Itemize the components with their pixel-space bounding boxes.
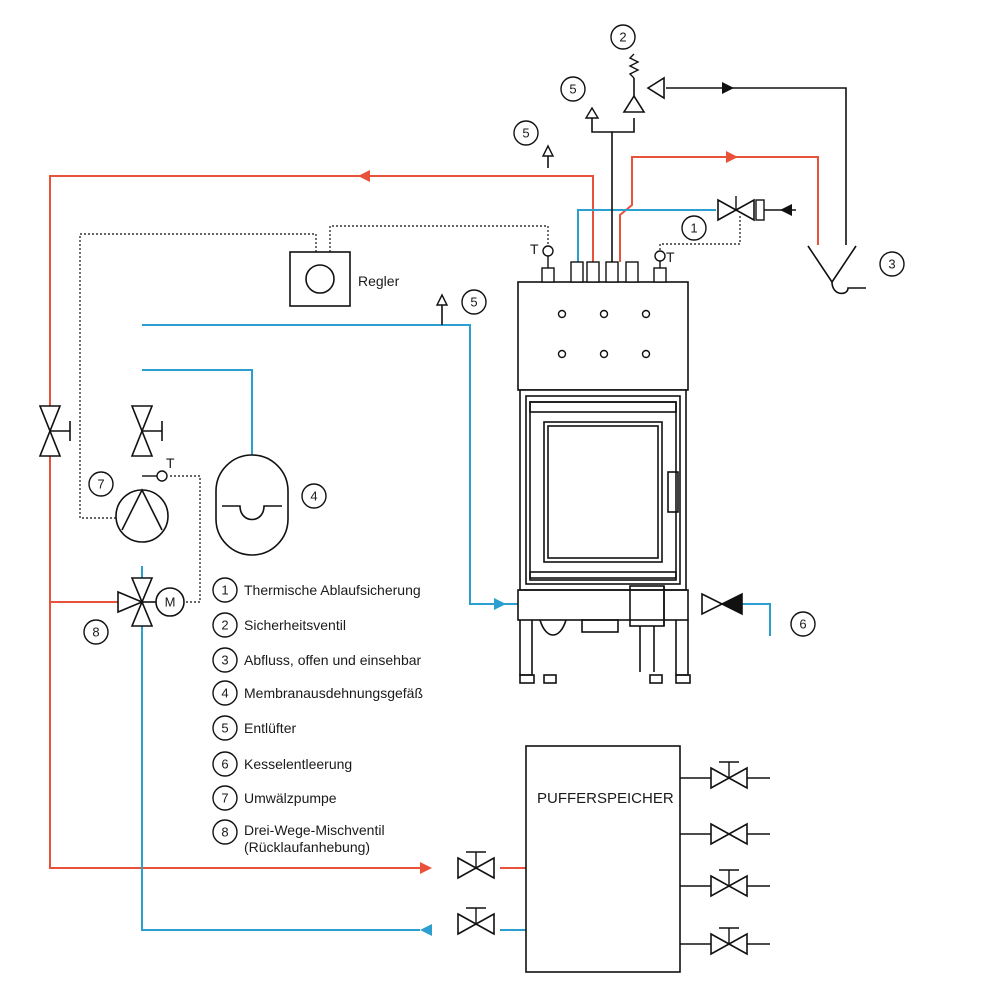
expansion-vessel-icon: [215, 454, 289, 556]
buffer-tank: [525, 745, 681, 973]
stove-connectors: [541, 261, 667, 283]
shutoff-valve-icon: [130, 405, 163, 457]
controller-box: [289, 251, 351, 307]
thermal-safety-valve-icon: [717, 196, 765, 221]
arrow-icon: [722, 82, 734, 94]
stove-dots: [557, 309, 651, 359]
callout-3: 3: [888, 257, 895, 272]
legend-text: Umwälzpumpe: [244, 790, 337, 806]
air-vent-icon: [541, 144, 555, 157]
legend-num: 2: [221, 618, 228, 633]
tank-line-valve-icon: [457, 851, 495, 935]
temp-label: T: [530, 241, 539, 257]
legend-num: 8: [221, 825, 228, 840]
motor-label: M: [165, 595, 176, 610]
circulation-pump-icon: [115, 488, 169, 543]
air-vent-icon: [584, 106, 600, 119]
legend-text: Entlüfter: [244, 720, 296, 736]
legend-text: (Rücklaufanhebung): [244, 839, 370, 855]
stove-insert: [517, 281, 691, 684]
callout-1: 1: [690, 221, 697, 236]
legend: [212, 577, 238, 845]
buffer-tank-label: PUFFERSPEICHER: [537, 790, 674, 807]
callout-7: 7: [97, 477, 104, 492]
callout-5: 5: [470, 295, 477, 310]
arrow-icon: [780, 204, 792, 216]
buffer-tank-valves: [680, 777, 770, 945]
callout-5: 5: [569, 82, 576, 97]
legend-text: Drei-Wege-Mischventil: [244, 822, 385, 838]
flow-arrow-icon: [358, 170, 370, 182]
mixing-valve-icon: [117, 577, 185, 627]
legend-num: 4: [221, 686, 228, 701]
callout-2: 2: [619, 30, 626, 45]
return-arrow-icon: [494, 598, 506, 610]
legend-text: Membranausdehnungsgefäß: [244, 685, 423, 701]
return-arrow-icon: [420, 924, 432, 936]
air-vent-icon: [435, 293, 449, 306]
safety-valve-icon: [622, 53, 665, 113]
flow-arrow-icon: [420, 862, 432, 874]
legend-text: Abfluss, offen und einsehbar: [244, 652, 422, 668]
tank-valve-icon: [710, 761, 748, 955]
drain-valve-icon: [701, 592, 743, 616]
callout-4: 4: [310, 489, 317, 504]
callout-8: 8: [92, 625, 99, 640]
legend-text: Kesselentleerung: [244, 756, 352, 772]
drain-funnel-icon: [807, 245, 866, 295]
shutoff-valve-icon: [38, 405, 71, 457]
temp-label: T: [666, 249, 675, 265]
flow-arrow-icon: [726, 151, 738, 163]
callout-6: 6: [799, 617, 806, 632]
legend-text: Thermische Ablaufsicherung: [244, 582, 421, 598]
temp-sensor-icon: [142, 245, 666, 482]
legend-num: 3: [221, 653, 228, 668]
legend-num: 6: [221, 757, 228, 772]
legend-text: Sicherheitsventil: [244, 617, 346, 633]
legend-num: 1: [221, 583, 228, 598]
temp-label: T: [166, 455, 175, 471]
controller-label: Regler: [358, 273, 400, 289]
legend-num: 5: [221, 721, 228, 736]
legend-num: 7: [221, 791, 228, 806]
callout-5: 5: [522, 126, 529, 141]
callouts: [83, 24, 905, 645]
